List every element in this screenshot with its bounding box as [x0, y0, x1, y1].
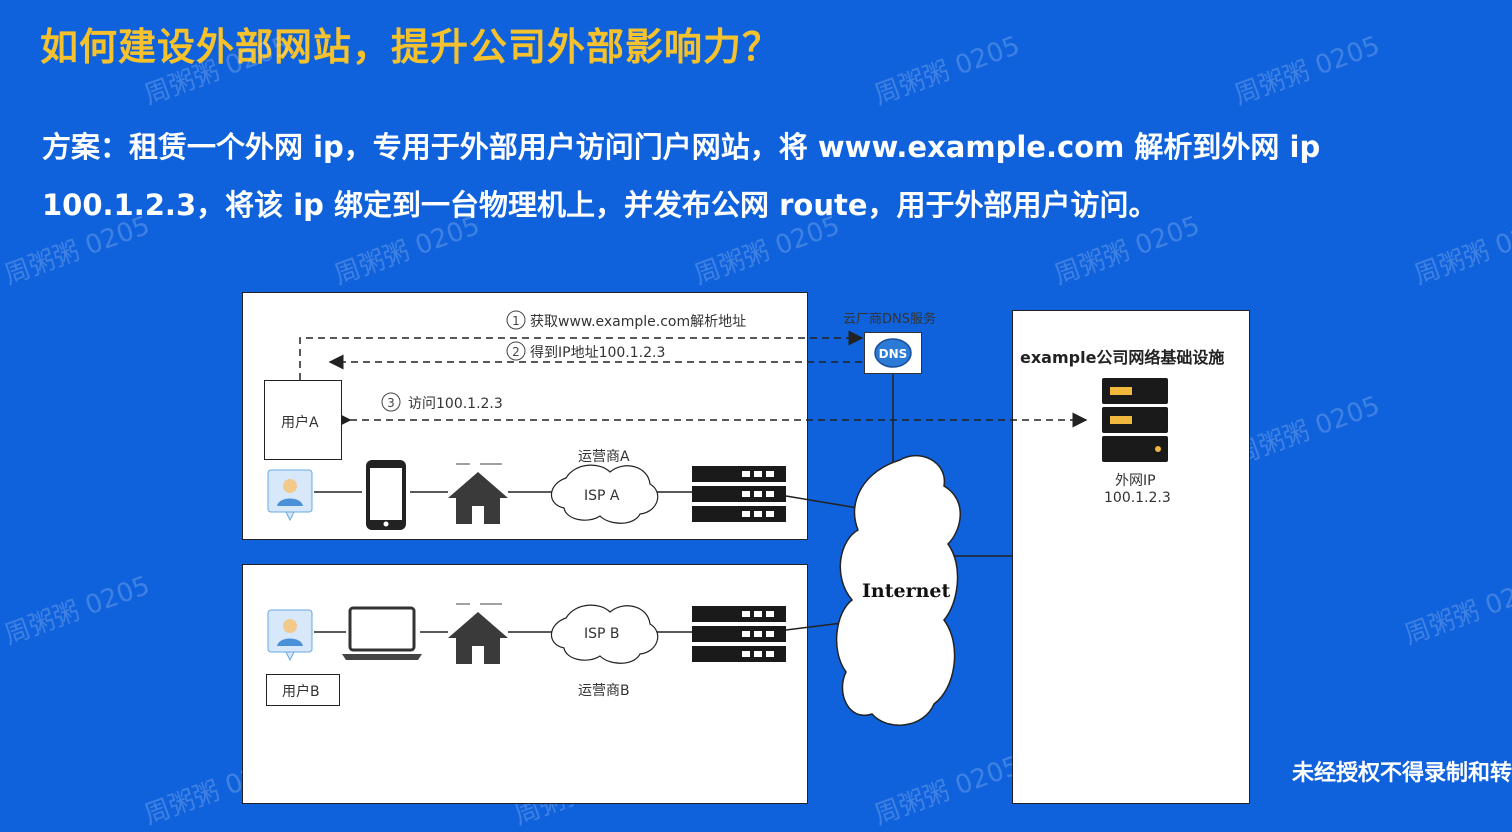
router-stack-icon [692, 466, 786, 522]
server-ip-value: 100.1.2.3 [1104, 490, 1171, 506]
dns-service-label: 云厂商DNS服务 [843, 312, 936, 327]
user-a-label: 用户A [281, 415, 319, 431]
dns-server: DNS [864, 332, 922, 374]
isp-b-cloud-shape [550, 604, 659, 664]
infra-title: example公司网络基础设施 [1020, 348, 1225, 367]
step3-circle [381, 392, 401, 412]
step2-label: 得到IP地址100.1.2.3 [530, 345, 666, 361]
footer-notice: 未经授权不得录制和转 [1291, 761, 1512, 786]
carrier-a-label: 运营商A [578, 449, 630, 465]
slide-title: 如何建设外部网站，提升公司外部影响力？ [40, 25, 782, 69]
step3-label: 访问100.1.2.3 [408, 396, 503, 412]
step1-arrow [299, 330, 864, 380]
isp-a-label: ISP A [584, 488, 620, 504]
server-ip-label: 外网IP [1115, 473, 1156, 489]
step2-number: 2 [512, 345, 520, 359]
user-avatar-icon [267, 609, 313, 662]
step2-circle [506, 341, 526, 361]
step3-number: 3 [387, 396, 395, 410]
step1-label: 获取www.example.com解析地址 [530, 314, 747, 330]
isp-a-cloud-shape [550, 464, 659, 524]
user-b-label: 用户B [282, 684, 320, 700]
user-b-box [266, 674, 340, 706]
paragraph-line-2: 100.1.2.3，将该 ip 绑定到一台物理机上，并发布公网 route，用于… [42, 188, 1158, 222]
step1-circle [506, 310, 526, 330]
isp-b-label: ISP B [584, 626, 620, 642]
user-avatar-icon [267, 469, 313, 522]
link [785, 495, 859, 509]
diagram-connections: 1 2 3 [299, 310, 1088, 726]
dns-icon: DNS [874, 338, 912, 368]
internet-cloud-shape [835, 454, 961, 726]
phone-icon [366, 460, 406, 530]
paragraph-line-1: 方案：租赁一个外网 ip，专用于外部用户访问门户网站，将 www.example… [42, 130, 1321, 164]
laptop-icon [342, 606, 422, 660]
house-icon [448, 603, 508, 664]
router-stack-icon [692, 606, 786, 662]
internet-label: Internet [862, 580, 951, 602]
carrier-b-label: 运营商B [578, 683, 630, 699]
solution-paragraph: 方案：租赁一个外网 ip，专用于外部用户访问门户网站，将 www.example… [42, 118, 1462, 234]
dns-icon-text: DNS [879, 347, 908, 361]
house-icon [448, 463, 508, 524]
user-a-box [264, 380, 342, 460]
step1-number: 1 [512, 314, 520, 328]
server-icon [1102, 378, 1168, 462]
